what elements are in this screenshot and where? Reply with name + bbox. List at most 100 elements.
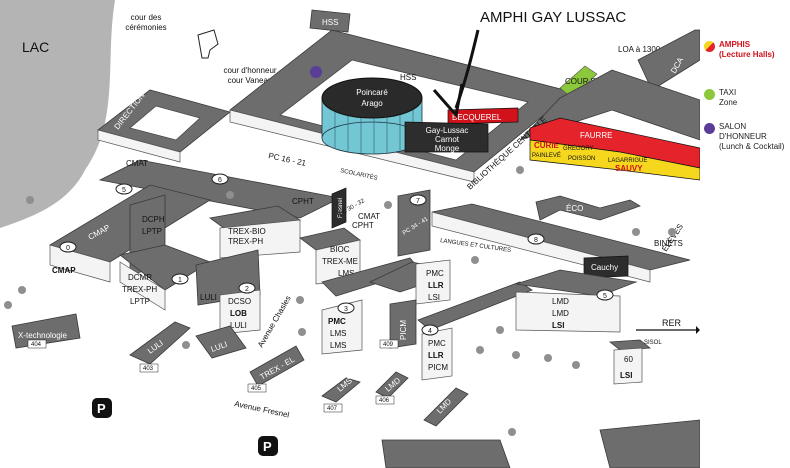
loa-label: LOA à 1300m bbox=[618, 45, 667, 54]
statue-icon bbox=[197, 29, 219, 59]
gregory-label: GRÉGORY bbox=[563, 145, 594, 152]
poisson-label: POISSON bbox=[568, 156, 595, 162]
scolarites-label: SCOLARITÉS bbox=[340, 167, 379, 182]
legend-salon: SALON D'HONNEUR (Lunch & Cocktail) bbox=[704, 122, 790, 152]
building-number-7: 7 bbox=[416, 198, 420, 205]
code-403: 403 bbox=[143, 366, 154, 372]
sauvy-label: SAUVY bbox=[615, 164, 643, 173]
pmc3-label: PMC bbox=[428, 339, 446, 348]
building-number-7-badge bbox=[409, 194, 427, 206]
lmd-roof bbox=[515, 269, 638, 297]
binets-line2-label: ÉLÈVES bbox=[660, 222, 685, 253]
lagarrigue-label: LAGARRIGUE bbox=[608, 158, 647, 164]
tree-icon bbox=[296, 296, 304, 304]
luli4-building bbox=[195, 325, 247, 359]
pmc2-label: PMC bbox=[426, 269, 444, 278]
cour-honneur-line1: cour d'honneur bbox=[223, 66, 276, 75]
parking-icon-2 bbox=[258, 436, 278, 456]
tree-icon bbox=[18, 286, 26, 294]
eco-label: ÉCO bbox=[566, 204, 583, 213]
cauchy-block bbox=[583, 255, 629, 279]
poincare-line1: Poincaré bbox=[356, 88, 388, 97]
trex-me-label: TREX-ME bbox=[322, 257, 358, 266]
curie-label: CURIE bbox=[534, 141, 560, 150]
lptp2-label: LPTP bbox=[130, 297, 150, 306]
code-406: 406 bbox=[379, 398, 390, 404]
dcso-label: DCSO bbox=[228, 297, 251, 306]
building-number-6: 6 bbox=[218, 177, 222, 184]
map-title: AMPHI GAY LUSSAC bbox=[480, 9, 626, 26]
arrow-head-icon bbox=[432, 83, 464, 119]
code-409: 409 bbox=[383, 342, 394, 348]
tree-icon bbox=[508, 428, 516, 436]
cmap-side bbox=[49, 244, 111, 283]
tree-icon bbox=[4, 301, 12, 309]
tree-icon bbox=[471, 256, 479, 264]
legend-taxi: TAXI Zone bbox=[704, 88, 737, 108]
pc34-building bbox=[397, 189, 431, 257]
code-405-box bbox=[247, 383, 267, 393]
cauchy-label: Cauchy bbox=[591, 263, 618, 272]
binets-line1: BINETS bbox=[654, 239, 683, 248]
b60-label: 60 bbox=[624, 355, 633, 364]
tree-icon bbox=[226, 191, 234, 199]
tree-icon bbox=[476, 346, 484, 354]
lob-label: LOB bbox=[230, 309, 247, 318]
cour-honneur-line2: cour Vaneau bbox=[228, 76, 273, 85]
legend-amphis-label: AMPHIS bbox=[719, 40, 751, 49]
cmat-mid-line1: CMAT bbox=[358, 212, 380, 221]
legend-amphis-text: AMPHIS (Lecture Halls) bbox=[719, 40, 775, 60]
legend-salon-sub: (Lunch & Cocktail) bbox=[719, 142, 785, 151]
salon-marker bbox=[310, 66, 322, 78]
building-number-1: 1 bbox=[178, 277, 182, 284]
fresnel-label: Fresnel bbox=[338, 198, 344, 218]
lake bbox=[0, 0, 115, 228]
langues-building bbox=[431, 203, 691, 271]
bottom-building bbox=[381, 439, 511, 468]
building-number-5b-badge bbox=[596, 289, 614, 301]
tree-icon bbox=[572, 361, 580, 369]
lptp-label: LPTP bbox=[142, 227, 162, 236]
dcph-label: DCPH bbox=[142, 215, 165, 224]
x-techno-roof bbox=[11, 313, 81, 349]
avenue-fresnel-label: Avenue Fresnel bbox=[234, 399, 291, 419]
lsi3-label: LSI bbox=[620, 371, 632, 380]
x-techno-label: X-technologie bbox=[18, 331, 67, 340]
eco-building bbox=[535, 195, 641, 221]
cour-ceremonies-line1: cour des bbox=[131, 13, 162, 22]
gay-lussac-line1: Gay-Lussac bbox=[426, 126, 469, 135]
lmd-bottom2-building bbox=[423, 387, 469, 427]
hss-inner-label: HSS bbox=[400, 73, 416, 82]
lsi-label: LSI bbox=[428, 293, 440, 302]
pc16-label: PC 16 - 21 bbox=[268, 151, 308, 168]
b60-roof bbox=[608, 339, 652, 351]
code-407: 407 bbox=[327, 406, 338, 412]
sisol-label: SISOL bbox=[644, 340, 662, 346]
building-number-5-badge bbox=[115, 183, 133, 195]
lac-label: LAC bbox=[22, 39, 49, 55]
tree-icon bbox=[496, 326, 504, 334]
painleve-label: PAINLEVÉ bbox=[532, 152, 561, 159]
cmat-mid-line2: CPHT bbox=[352, 221, 374, 230]
building-number-2-badge bbox=[238, 282, 256, 294]
lmd2-label: LMD bbox=[552, 309, 569, 318]
bioc-label: BIOC bbox=[330, 245, 350, 254]
building-number-0: 0 bbox=[66, 245, 70, 252]
code-404: 404 bbox=[31, 342, 42, 348]
lsi2-label: LSI bbox=[552, 321, 564, 330]
pmc-label: PMC bbox=[328, 317, 346, 326]
building-number-6-badge bbox=[211, 173, 229, 185]
picm-block bbox=[389, 299, 417, 349]
gay-lussac-line2: Carnot bbox=[435, 135, 460, 144]
cmat-top-label: CMAT bbox=[126, 159, 148, 168]
lms3-label: LMS bbox=[330, 341, 346, 350]
building-number-4: 4 bbox=[428, 328, 432, 335]
binets-label: BINETS bbox=[654, 239, 683, 248]
building-number-0-badge bbox=[59, 241, 77, 253]
legend-salon-text: SALON D'HONNEUR (Lunch & Cocktail) bbox=[719, 122, 790, 152]
